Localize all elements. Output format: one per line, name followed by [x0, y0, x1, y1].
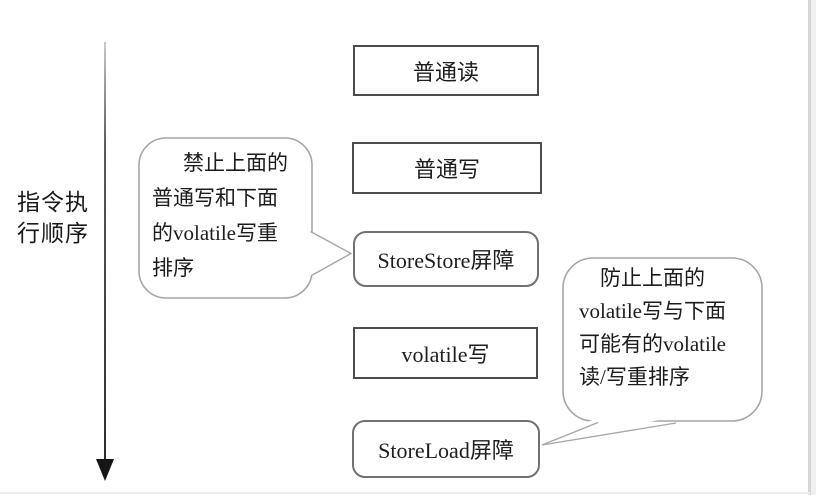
node-normal-write: 普通写 — [352, 142, 542, 194]
node-label: StoreStore屏障 — [377, 248, 515, 273]
callout-line: 普通写和下面 — [152, 186, 278, 210]
node-label: 普通读 — [412, 59, 479, 85]
callout-line: volatile写与下面 — [579, 299, 726, 323]
node-label: StoreLoad屏障 — [378, 438, 514, 463]
execution-order-label: 指令执行顺序 — [17, 190, 89, 246]
node-label: volatile写 — [401, 342, 490, 367]
node-label: 普通写 — [413, 157, 480, 182]
callout-line: 读/写重排序 — [579, 365, 690, 389]
page-edge-line — [808, 0, 811, 495]
page-edge-shade — [811, 0, 816, 495]
callout-right: 防止上面的 volatile写与下面 可能有的volatile 读/写重排序 — [579, 262, 726, 394]
page-bottom-line — [0, 492, 810, 494]
node-volatile-write: volatile写 — [353, 327, 538, 379]
node-storeload-barrier: StoreLoad屏障 — [352, 420, 540, 478]
node-storestore-barrier: StoreStore屏障 — [353, 231, 539, 287]
callout-line: 可能有的volatile — [579, 332, 726, 356]
callout-line: 防止上面的 — [600, 266, 705, 290]
execution-order-arrow-line — [104, 42, 106, 462]
callout-line: 排序 — [152, 256, 194, 280]
down-arrow-icon — [96, 459, 114, 481]
callout-line: 禁止上面的 — [183, 151, 288, 175]
callout-line: 的volatile写重 — [152, 221, 278, 245]
node-normal-read: 普通读 — [353, 45, 539, 96]
callout-left: 禁止上面的 普通写和下面 的volatile写重 排序 — [152, 146, 288, 286]
